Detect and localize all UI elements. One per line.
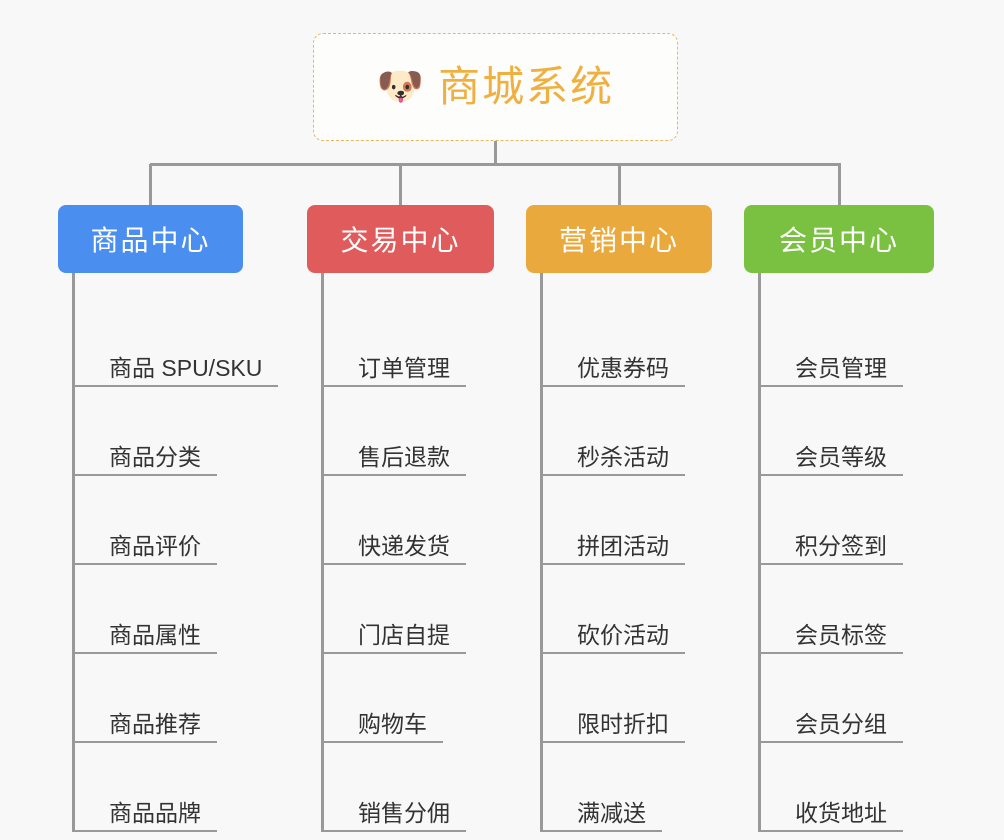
- leaf-list-member-center: 会员管理 会员等级 积分签到 会员标签 会员分组 收货地址: [758, 273, 984, 832]
- category-label: 营销中心: [558, 225, 679, 256]
- leaf-label: 优惠券码: [577, 354, 669, 381]
- list-item[interactable]: 订单管理: [324, 298, 547, 387]
- branch-trade-center: 交易中心 订单管理 售后退款 快递发货 门店自提 购物车: [307, 205, 547, 832]
- list-item[interactable]: 拼团活动: [543, 476, 766, 565]
- list-item[interactable]: 商品品牌: [75, 743, 298, 832]
- list-item[interactable]: 会员等级: [761, 387, 984, 476]
- list-item[interactable]: 商品 SPU/SKU: [75, 298, 298, 387]
- leaf-underline: [543, 830, 662, 832]
- leaf-underline: [761, 830, 903, 832]
- list-item[interactable]: 商品属性: [75, 565, 298, 654]
- leaf-underline: [75, 830, 217, 832]
- leaf-label: 售后退款: [358, 443, 450, 470]
- leaf-underline: [75, 474, 217, 476]
- list-item[interactable]: 砍价活动: [543, 565, 766, 654]
- list-item[interactable]: 会员分组: [761, 654, 984, 743]
- leaf-label: 积分签到: [795, 532, 887, 559]
- list-item[interactable]: 秒杀活动: [543, 387, 766, 476]
- leaf-label: 限时折扣: [577, 710, 669, 737]
- leaf-label: 商品分类: [109, 443, 201, 470]
- leaf-underline: [761, 474, 903, 476]
- list-item[interactable]: 商品推荐: [75, 654, 298, 743]
- leaf-label: 满减送: [577, 799, 646, 826]
- list-item[interactable]: 商品评价: [75, 476, 298, 565]
- leaf-label: 会员分组: [795, 710, 887, 737]
- leaf-underline: [761, 741, 903, 743]
- leaf-label: 收货地址: [795, 799, 887, 826]
- leaf-list-trade-center: 订单管理 售后退款 快递发货 门店自提 购物车 销售分佣: [321, 273, 547, 832]
- leaf-underline: [324, 563, 466, 565]
- list-item[interactable]: 优惠券码: [543, 298, 766, 387]
- root-title: 商城系统: [438, 63, 615, 110]
- leaf-underline: [543, 474, 685, 476]
- list-item[interactable]: 会员管理: [761, 298, 984, 387]
- leaf-underline: [324, 474, 466, 476]
- leaf-underline: [75, 563, 217, 565]
- list-item[interactable]: 销售分佣: [324, 743, 547, 832]
- leaf-label: 商品评价: [109, 532, 201, 559]
- list-item[interactable]: 限时折扣: [543, 654, 766, 743]
- list-item[interactable]: 满减送: [543, 743, 766, 832]
- leaf-list-marketing-center: 优惠券码 秒杀活动 拼团活动 砍价活动 限时折扣 满减送: [540, 273, 766, 832]
- category-box-product-center[interactable]: 商品中心: [58, 205, 243, 273]
- list-item[interactable]: 购物车: [324, 654, 547, 743]
- leaf-label: 商品 SPU/SKU: [109, 354, 263, 381]
- leaf-underline: [543, 385, 685, 387]
- list-item[interactable]: 积分签到: [761, 476, 984, 565]
- leaf-label: 快递发货: [358, 532, 450, 559]
- leaf-underline: [324, 741, 443, 743]
- branch-marketing-center: 营销中心 优惠券码 秒杀活动 拼团活动 砍价活动 限时折扣: [526, 205, 766, 832]
- leaf-underline: [543, 741, 685, 743]
- leaf-label: 订单管理: [358, 354, 450, 381]
- leaf-label: 购物车: [358, 710, 427, 737]
- leaf-label: 会员管理: [795, 354, 887, 381]
- branch-member-center: 会员中心 会员管理 会员等级 积分签到 会员标签 会员分组: [744, 205, 984, 832]
- dog-face-icon: 🐶: [376, 66, 425, 108]
- root-node[interactable]: 🐶 商城系统: [313, 33, 678, 141]
- leaf-underline: [324, 830, 466, 832]
- leaf-label: 会员等级: [795, 443, 887, 470]
- category-box-member-center[interactable]: 会员中心: [744, 205, 934, 273]
- leaf-underline: [324, 652, 466, 654]
- branch-product-center: 商品中心 商品 SPU/SKU 商品分类 商品评价 商品属性 商品推荐: [58, 205, 298, 832]
- leaf-underline: [761, 385, 903, 387]
- leaf-label: 销售分佣: [358, 799, 450, 826]
- leaf-underline: [543, 652, 685, 654]
- list-item[interactable]: 门店自提: [324, 565, 547, 654]
- leaf-label: 拼团活动: [577, 532, 669, 559]
- leaf-underline: [75, 741, 217, 743]
- leaf-list-product-center: 商品 SPU/SKU 商品分类 商品评价 商品属性 商品推荐 商品品牌: [72, 273, 298, 832]
- leaf-underline: [761, 652, 903, 654]
- leaf-underline: [75, 385, 278, 387]
- list-item[interactable]: 商品分类: [75, 387, 298, 476]
- list-item[interactable]: 快递发货: [324, 476, 547, 565]
- list-item[interactable]: 售后退款: [324, 387, 547, 476]
- leaf-label: 商品推荐: [109, 710, 201, 737]
- leaf-underline: [761, 563, 903, 565]
- category-label: 会员中心: [778, 225, 899, 256]
- category-box-marketing-center[interactable]: 营销中心: [526, 205, 712, 273]
- leaf-label: 门店自提: [358, 621, 450, 648]
- list-item[interactable]: 会员标签: [761, 565, 984, 654]
- category-box-trade-center[interactable]: 交易中心: [307, 205, 494, 273]
- category-label: 交易中心: [340, 225, 461, 256]
- leaf-underline: [543, 563, 685, 565]
- leaf-label: 会员标签: [795, 621, 887, 648]
- leaf-label: 秒杀活动: [577, 443, 669, 470]
- list-item[interactable]: 收货地址: [761, 743, 984, 832]
- leaf-label: 商品品牌: [109, 799, 201, 826]
- leaf-label: 砍价活动: [577, 621, 669, 648]
- leaf-underline: [75, 652, 217, 654]
- leaf-label: 商品属性: [109, 621, 201, 648]
- category-label: 商品中心: [90, 225, 211, 256]
- leaf-underline: [324, 385, 466, 387]
